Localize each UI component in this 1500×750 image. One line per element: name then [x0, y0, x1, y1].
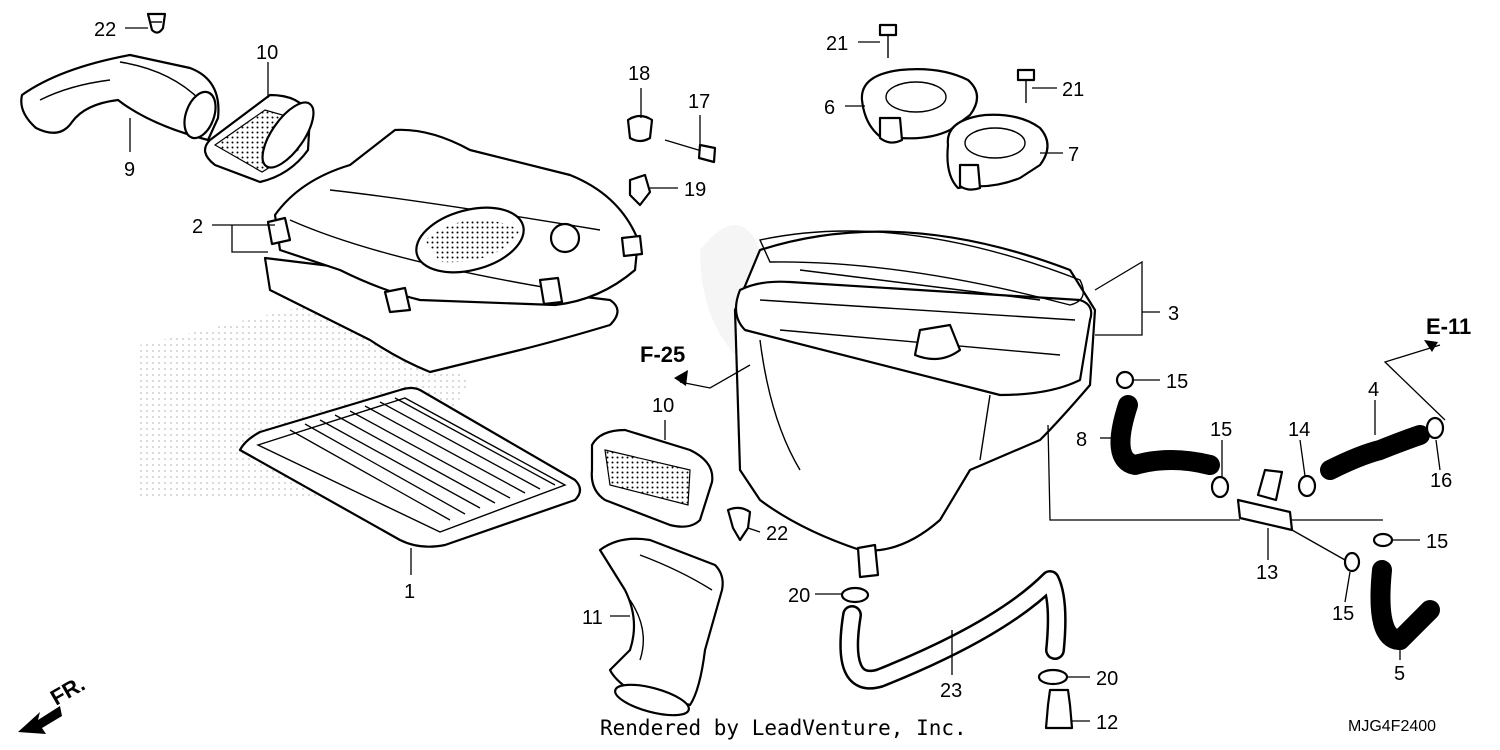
label-19: 19: [684, 179, 706, 201]
label-15-d: 15: [1332, 603, 1354, 625]
part-15-clip-b[interactable]: [1210, 475, 1230, 499]
label-16: 16: [1430, 470, 1452, 492]
part-8-hose[interactable]: [1110, 395, 1220, 475]
label-15-c: 15: [1426, 531, 1448, 553]
part-20-clamp-upper[interactable]: [840, 586, 870, 604]
render-credit: Rendered by LeadVenture, Inc.: [600, 716, 967, 740]
label-7: 7: [1068, 144, 1079, 166]
label-15-a: 15: [1166, 371, 1188, 393]
label-8: 8: [1076, 429, 1087, 451]
label-18: 18: [628, 63, 650, 85]
leader-lines: [125, 27, 1446, 722]
part-15-clip-c[interactable]: [1372, 532, 1394, 548]
label-6: 6: [824, 97, 835, 119]
part-20-clamp-lower[interactable]: [1037, 668, 1069, 686]
arrow-f25: [674, 370, 688, 386]
label-5: 5: [1394, 663, 1405, 685]
part-14-clip[interactable]: [1297, 474, 1317, 498]
label-1: 1: [404, 581, 415, 603]
label-20-lower: 20: [1096, 668, 1118, 690]
part-labels: 22 10 9 2 1 18 17 19 21 21 6 7 3 10 22 1…: [94, 19, 1471, 734]
part-3-air-cleaner-case[interactable]: [733, 230, 1097, 579]
label-22-top: 22: [94, 19, 116, 41]
label-21-top: 21: [826, 33, 848, 55]
part-12-plug[interactable]: [1044, 688, 1074, 730]
part-22-fastener-top[interactable]: [146, 12, 167, 34]
label-2: 2: [192, 216, 203, 238]
diagram-code: MJG4F2400: [1348, 718, 1437, 735]
part-6-cover[interactable]: [860, 68, 979, 144]
part-19-clip[interactable]: [628, 173, 652, 207]
part-21-screw-right[interactable]: [1016, 68, 1036, 103]
part-23-drain-tube[interactable]: [839, 570, 1067, 690]
label-14: 14: [1288, 419, 1310, 441]
arrow-e11: [1424, 340, 1438, 352]
label-11: 11: [582, 607, 603, 629]
label-20-upper: 20: [788, 585, 810, 607]
part-15-clip-a[interactable]: [1115, 370, 1135, 390]
part-17-bolt[interactable]: [664, 139, 717, 164]
part-10-duct-seal-top[interactable]: [203, 93, 323, 184]
part-11-lower-duct[interactable]: [598, 537, 724, 722]
part-16-clip[interactable]: [1425, 416, 1445, 440]
label-21-right: 21: [1062, 79, 1084, 101]
part-7-cover[interactable]: [946, 113, 1049, 191]
part-18-grommet[interactable]: [626, 114, 654, 143]
part-9-intake-duct[interactable]: [20, 53, 221, 142]
label-17: 17: [688, 91, 710, 113]
label-9: 9: [124, 159, 135, 181]
label-10-lower: 10: [652, 395, 674, 417]
label-15-b: 15: [1210, 419, 1232, 441]
part-5-hose[interactable]: [1370, 560, 1440, 650]
part-15-clip-d[interactable]: [1343, 551, 1361, 573]
reference-e11: E-11: [1426, 314, 1471, 339]
label-12: 12: [1096, 712, 1118, 734]
label-4: 4: [1368, 379, 1379, 401]
part-13-t-joint[interactable]: [1236, 468, 1294, 532]
label-3: 3: [1168, 303, 1179, 325]
part-10-duct-seal-lower[interactable]: [590, 428, 714, 528]
label-23: 23: [940, 680, 962, 702]
part-4-hose[interactable]: [1320, 425, 1430, 480]
label-10-top: 10: [256, 42, 278, 64]
part-21-screw-top[interactable]: [878, 23, 898, 58]
front-direction-label: FR.: [46, 671, 89, 710]
front-direction-arrow: FR.: [18, 671, 89, 734]
label-13: 13: [1256, 562, 1278, 584]
part-22-fastener-lower[interactable]: [726, 506, 752, 542]
part-2-air-cleaner-cover[interactable]: [263, 128, 644, 374]
label-22-lower: 22: [766, 523, 788, 545]
reference-f25: F-25: [640, 342, 685, 367]
part-1-air-filter[interactable]: [238, 386, 582, 548]
